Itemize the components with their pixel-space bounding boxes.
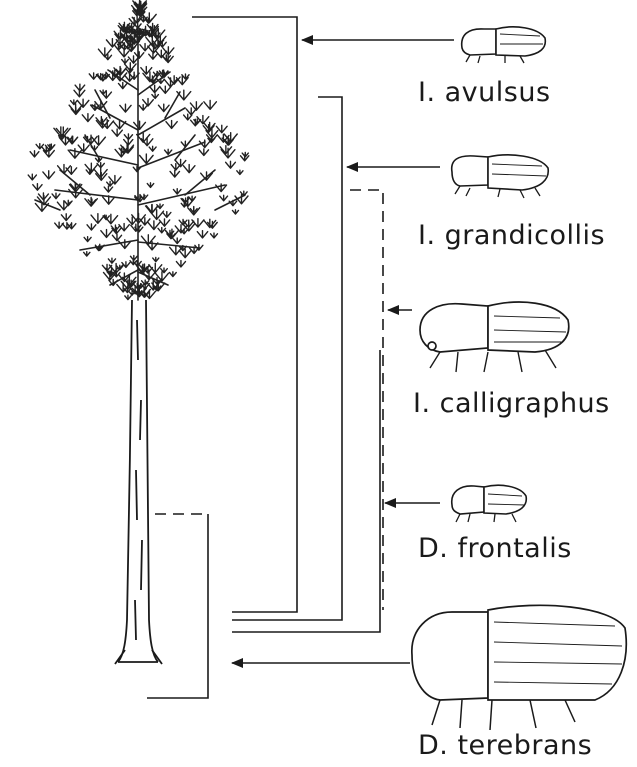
needle-tuft <box>237 170 243 174</box>
frontalis-bracket <box>232 350 380 632</box>
needle-tuft <box>82 114 93 122</box>
terebrans-bracket <box>147 514 208 698</box>
tree-trunk <box>115 300 162 664</box>
needle-tuft <box>77 99 88 107</box>
needle-tuft <box>147 183 153 187</box>
needle-tuft <box>216 125 227 132</box>
needle-tuft <box>66 167 77 174</box>
needle-tuft <box>61 214 71 221</box>
needle-tuft <box>241 155 249 161</box>
needle-tuft <box>166 121 177 129</box>
species-label-frontalis: D. frontalis <box>418 533 572 564</box>
needle-tuft <box>100 90 106 94</box>
needle-tuft <box>220 195 228 200</box>
needle-tuft <box>125 295 131 299</box>
calligraphus-bracket <box>350 190 383 610</box>
needle-tuft <box>170 272 177 277</box>
needle-tuft <box>232 210 238 214</box>
needle-tuft <box>170 170 179 177</box>
needle-tuft <box>149 146 156 151</box>
needle-tuft <box>124 139 133 145</box>
needle-tuft <box>176 261 185 267</box>
needle-tuft <box>163 212 171 218</box>
needle-tuft <box>149 53 157 59</box>
needle-tuft <box>58 165 71 174</box>
species-label-calligraphus: I. calligraphus <box>413 388 610 419</box>
needle-tuft <box>104 186 112 192</box>
needle-tuft <box>197 231 207 238</box>
needle-tuft <box>120 104 131 112</box>
species-label-terebrans: D. terebrans <box>418 730 592 761</box>
needle-tuft <box>112 129 122 136</box>
grandicollis-bracket <box>232 97 342 620</box>
needle-tuft <box>91 214 105 224</box>
needle-tuft <box>165 229 178 238</box>
needle-tuft <box>103 215 109 219</box>
needle-tuft <box>143 99 154 106</box>
species-label-avulsus: I. avulsus <box>418 77 551 108</box>
needle-tuft <box>173 189 181 194</box>
needle-tuft <box>87 224 96 230</box>
needle-tuft <box>153 257 159 261</box>
beetle-calligraphus-drawing <box>420 302 569 372</box>
needle-tuft <box>108 258 115 263</box>
attack-zone-connectors <box>147 17 454 698</box>
needle-tuft <box>97 163 104 168</box>
beetle-terebrans-drawing <box>412 605 626 730</box>
needle-tuft <box>28 174 36 180</box>
pine-tree-illustration <box>28 0 249 664</box>
needle-tuft <box>118 83 127 89</box>
needle-tuft <box>218 134 229 142</box>
beetle-frontalis-drawing <box>452 485 527 522</box>
needle-tuft <box>84 237 91 242</box>
needle-tuft <box>163 55 173 62</box>
needle-tuft <box>191 119 200 126</box>
needle-tuft <box>139 105 147 110</box>
needle-tuft <box>160 86 170 93</box>
needle-tuft <box>158 228 166 233</box>
needle-tuft <box>179 249 191 257</box>
needle-tuft <box>130 256 137 261</box>
needle-tuft <box>140 44 150 51</box>
needle-tuft <box>183 165 195 173</box>
needle-tuft <box>52 193 60 198</box>
needle-tuft <box>78 144 89 152</box>
needle-tuft <box>188 207 200 215</box>
needle-tuft <box>30 151 39 157</box>
needle-tuft <box>33 184 42 190</box>
needle-tuft <box>173 238 181 243</box>
needle-tuft <box>112 234 121 240</box>
needle-tuft <box>199 149 208 156</box>
needle-tuft <box>92 136 106 146</box>
needle-tuft <box>122 59 128 64</box>
needle-tuft <box>226 161 236 168</box>
needle-tuft <box>204 101 217 110</box>
needle-tuft <box>84 252 90 256</box>
needle-tuft <box>189 196 196 201</box>
species-label-grandicollis: I. grandicollis <box>418 220 605 251</box>
needle-tuft <box>119 50 129 57</box>
needle-tuft <box>211 233 218 238</box>
needle-tuft <box>101 230 112 238</box>
needle-tuft <box>75 84 85 91</box>
needle-tuft <box>128 56 138 63</box>
needle-tuft <box>158 104 169 111</box>
needle-tuft <box>43 171 55 179</box>
needle-tuft <box>152 94 159 99</box>
needle-tuft <box>135 52 144 58</box>
beetle-grandicollis-drawing <box>452 155 549 198</box>
needle-tuft <box>165 149 172 154</box>
beetle-avulsus-drawing <box>462 27 546 63</box>
needle-tuft <box>125 74 135 81</box>
needle-tuft <box>159 219 169 226</box>
needle-tuft <box>85 197 97 206</box>
